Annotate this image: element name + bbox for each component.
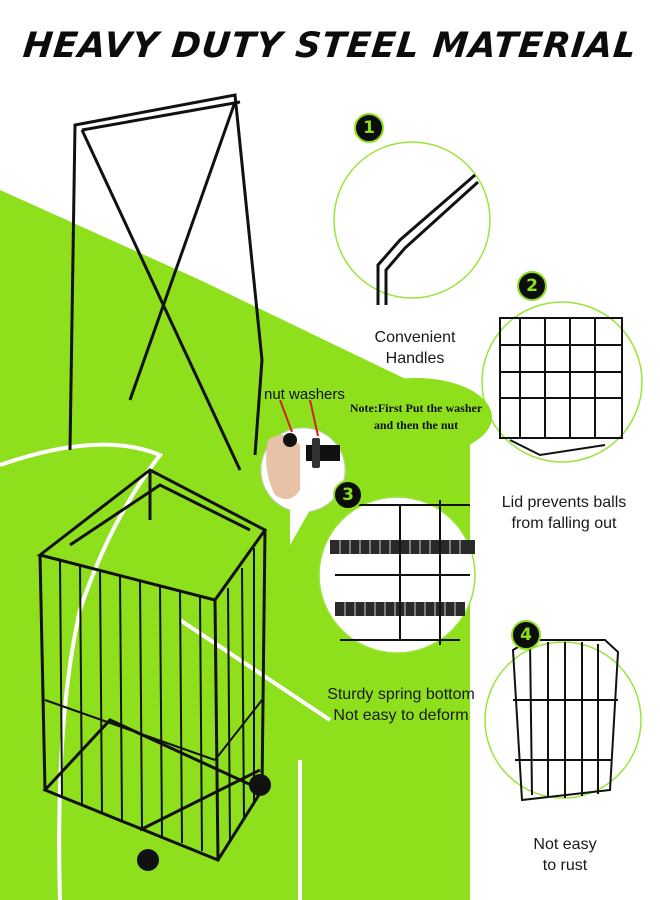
feature-1-caption-line1: Convenient <box>374 329 456 346</box>
spring-detail-drawing <box>330 500 475 645</box>
cart-drawing <box>36 93 268 862</box>
feature-4-caption-line1: Not easy <box>533 836 597 853</box>
feature-1-caption-line2: Handles <box>385 350 445 367</box>
feature-2-caption-line2: from falling out <box>511 515 617 532</box>
feature-3-caption-line1: Sturdy spring bottom <box>327 686 475 703</box>
court-line-right <box>178 618 332 722</box>
feature-2-number-badge: 2 <box>517 271 547 301</box>
zoom-circle-2 <box>481 301 643 463</box>
rear-wheel <box>249 774 271 796</box>
basket-detail-drawing <box>511 639 620 802</box>
front-wheel <box>137 849 159 871</box>
feature-4-caption: Not easy to rust <box>505 834 625 876</box>
nut-washers-label: nut washers <box>264 386 345 403</box>
feature-1-caption: Convenient Handles <box>340 327 490 369</box>
handle-detail-drawing <box>376 173 480 305</box>
washer-detail-drawing <box>266 399 340 499</box>
lid-detail-drawing <box>499 317 623 457</box>
feature-3-caption-line2: Not easy to deform <box>333 707 469 724</box>
feature-1-number-badge: 1 <box>354 113 384 143</box>
assembly-note-line1: Note:First Put the washer <box>349 401 483 415</box>
feature-2-caption-line1: Lid prevents balls <box>501 494 627 511</box>
assembly-note-line2: and then the nut <box>373 418 459 432</box>
feature-4-number-badge: 4 <box>511 620 541 650</box>
feature-2-caption: Lid prevents balls from falling out <box>482 492 646 534</box>
feature-4-caption-line2: to rust <box>542 857 588 874</box>
headline: HEAVY DUTY STEEL MATERIAL <box>21 26 639 66</box>
zoom-circle-1 <box>333 141 491 299</box>
feature-3-caption: Sturdy spring bottom Not easy to deform <box>318 684 484 726</box>
feature-3-number-badge: 3 <box>333 480 363 510</box>
assembly-note: Note:First Put the washer and then the n… <box>340 378 492 456</box>
callout-tail <box>290 510 310 545</box>
